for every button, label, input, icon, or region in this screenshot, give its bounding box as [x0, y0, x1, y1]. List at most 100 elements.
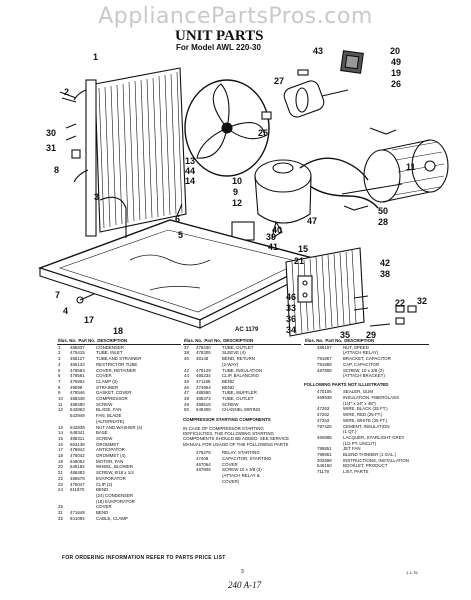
illus-no: 12	[58, 407, 63, 413]
part-no: 485590	[196, 390, 211, 396]
part-no: 799851	[317, 452, 332, 458]
callout-5: 5	[178, 230, 184, 240]
callout-43: 43	[313, 46, 324, 56]
page-number: 3	[241, 569, 244, 575]
description: BASE	[96, 430, 108, 436]
part-no: 474964	[196, 384, 211, 390]
handwritten-note: 240 A-17	[228, 580, 262, 590]
description: EVAPORATOR	[96, 475, 126, 481]
description: GROMMET	[96, 441, 119, 447]
description: COVER	[96, 373, 112, 379]
description: ANTICIPATOR	[96, 447, 125, 453]
part-no: 485473	[196, 396, 211, 402]
description: CLIP, BALANCING	[222, 373, 260, 379]
header-rule	[57, 343, 181, 345]
part-no: 476864	[70, 378, 85, 384]
col-header-part: Part No.	[204, 338, 222, 343]
illus-no: 4	[58, 361, 61, 367]
description: RELAY, STARTING	[222, 450, 260, 456]
part-no: 469938	[317, 395, 332, 401]
description: SCREW, 10 x 3/8 (2)	[343, 367, 384, 373]
col-header-part: Part No.	[325, 338, 343, 343]
description: NUT AND WASHER (4)	[96, 424, 143, 430]
illus-no: 50	[184, 407, 189, 413]
part-no: 487808	[196, 467, 211, 473]
description: (18) EVAPORATOR	[96, 498, 135, 504]
part-no: 49599	[70, 384, 83, 390]
col-header-illus: Illus. No.	[184, 338, 203, 343]
illus-no: 25	[58, 504, 63, 510]
description: BRACKET, CAPACITOR	[343, 356, 391, 362]
callout-30: 30	[46, 128, 57, 138]
description: SCREW 10 x 3/8 (3)	[222, 467, 262, 473]
hardware-parts	[59, 91, 417, 327]
illus-no: 20	[58, 464, 63, 470]
col-header-part: Part No.	[78, 338, 96, 343]
col-header-description: DESCRIPTION	[97, 338, 128, 343]
callout-38: 38	[380, 269, 391, 279]
compressor	[231, 157, 379, 253]
part-no: 641094	[70, 515, 85, 521]
callout-21: 21	[294, 256, 305, 266]
part-no: 475047	[70, 481, 85, 487]
part-no: 478583	[70, 367, 85, 373]
illus-no: 14	[58, 430, 63, 436]
part-no: 471189	[196, 378, 211, 384]
description: (1 QT.)	[343, 429, 357, 435]
col-header-description: DESCRIPTION	[223, 338, 254, 343]
description: CEMENT, INSULATION	[343, 423, 390, 429]
part-no: 542863	[70, 407, 85, 413]
part-no: 478942	[70, 447, 85, 453]
part-no: 478561	[70, 373, 85, 379]
part-no: 485127	[70, 356, 85, 362]
table-row: (1/4" x 24" x 48")	[304, 401, 410, 407]
illus-no	[304, 469, 316, 475]
illus-no: 22	[58, 475, 63, 481]
description: NUT, SPEED	[343, 344, 369, 350]
table-row: (1/2 PT. UNCUT)	[304, 441, 410, 447]
illus-no: 32	[58, 515, 63, 521]
part-no: 485837	[70, 344, 85, 350]
callout-1: 1	[93, 52, 99, 62]
part-no: 71178	[317, 469, 329, 475]
col-header-illus: Illus. No.	[58, 338, 77, 343]
illus-no: 23	[58, 481, 63, 487]
part-no: 478305	[196, 350, 211, 356]
callout-10: 10	[232, 176, 243, 186]
callout-49: 49	[391, 57, 402, 67]
description: SCREW	[96, 401, 113, 407]
description: WIRE, WHITE (25 FT.)	[343, 417, 388, 423]
table-row: (ALTERNATE)	[57, 419, 143, 425]
description: CAP, CAPACITOR	[343, 361, 380, 367]
description: SCREW	[222, 401, 239, 407]
illus-no: 9	[58, 390, 61, 396]
illus-no	[183, 479, 195, 485]
part-no: 487808	[317, 367, 332, 373]
description: BEND	[222, 378, 235, 384]
part-no: 471648	[70, 510, 85, 516]
description: SCREW, 8/18 x 1/4	[96, 470, 134, 476]
table-row: (18) EVAPORATOR	[57, 499, 143, 505]
callout-4: 4	[63, 306, 69, 316]
fan-blade	[184, 79, 270, 177]
part-no: 648182	[70, 464, 85, 470]
header-rule	[304, 343, 429, 345]
header-rule	[183, 343, 301, 345]
part-no: 488515	[196, 401, 211, 407]
description: JET FAN	[343, 446, 361, 452]
description: TUBE, INSULATION	[222, 367, 263, 373]
table-row: (ATTACH RELAY)	[304, 350, 392, 356]
